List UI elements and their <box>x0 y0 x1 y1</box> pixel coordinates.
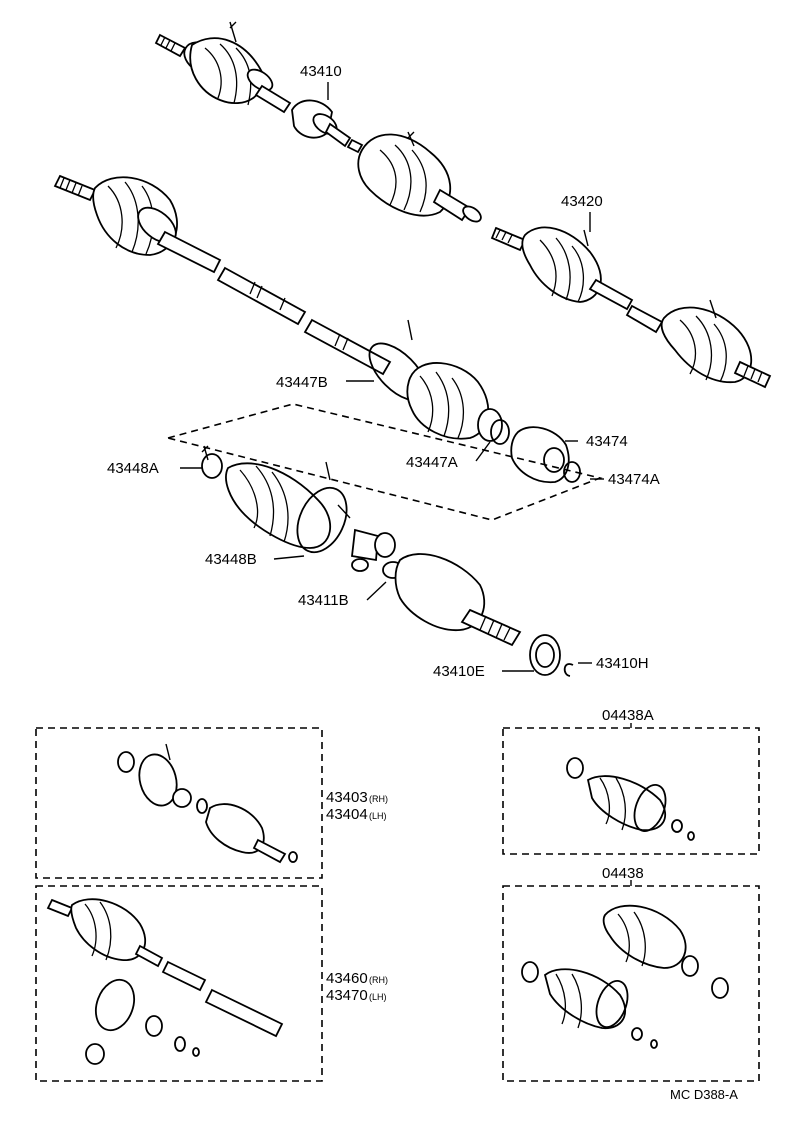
label-43403: 43403 <box>326 789 368 806</box>
label-43470: 43470 <box>326 987 368 1004</box>
label-43404: 43404 <box>326 806 368 823</box>
part-labels: 43410 43420 43447B 43474 43448A 43447A 4… <box>107 63 738 1102</box>
long-drive-shaft <box>53 174 581 484</box>
label-43447B: 43447B <box>276 374 328 391</box>
label-43474: 43474 <box>586 433 628 450</box>
kit-43460-parts <box>46 898 284 1065</box>
label-43448B: 43448B <box>205 551 257 568</box>
upper-drive-shaft <box>154 21 482 223</box>
label-43410E: 43410E <box>433 663 485 680</box>
kit-box-43460 <box>35 885 323 1082</box>
kit-box-43403 <box>35 727 323 879</box>
label-04438A: 04438A <box>602 707 654 724</box>
diagram-code: MC D388-A <box>670 1087 738 1102</box>
label-43420: 43420 <box>561 193 603 210</box>
label-43448A: 43448A <box>107 460 159 477</box>
label-43460: 43460 <box>326 970 368 987</box>
leader-lines <box>180 82 632 886</box>
kit-04438-parts <box>521 904 729 1049</box>
label-43470-lh: (LH) <box>369 992 387 1002</box>
kit-outline <box>164 403 603 521</box>
kit-04438A-parts <box>566 757 695 841</box>
kit-box-04438 <box>502 885 760 1082</box>
label-43404-lh: (LH) <box>369 811 387 821</box>
lower-exploded-parts <box>201 445 574 677</box>
label-43460-rh: (RH) <box>369 975 388 985</box>
kit-43403-parts <box>117 743 298 864</box>
label-43447A: 43447A <box>406 454 458 471</box>
right-drive-shaft <box>490 226 772 389</box>
kit-box-04438A <box>502 727 760 855</box>
label-43474A: 43474A <box>608 471 660 488</box>
label-43403-rh: (RH) <box>369 794 388 804</box>
label-43410: 43410 <box>300 63 342 80</box>
label-43410H: 43410H <box>596 655 649 672</box>
label-04438: 04438 <box>602 865 644 882</box>
label-43411B: 43411B <box>298 592 349 609</box>
